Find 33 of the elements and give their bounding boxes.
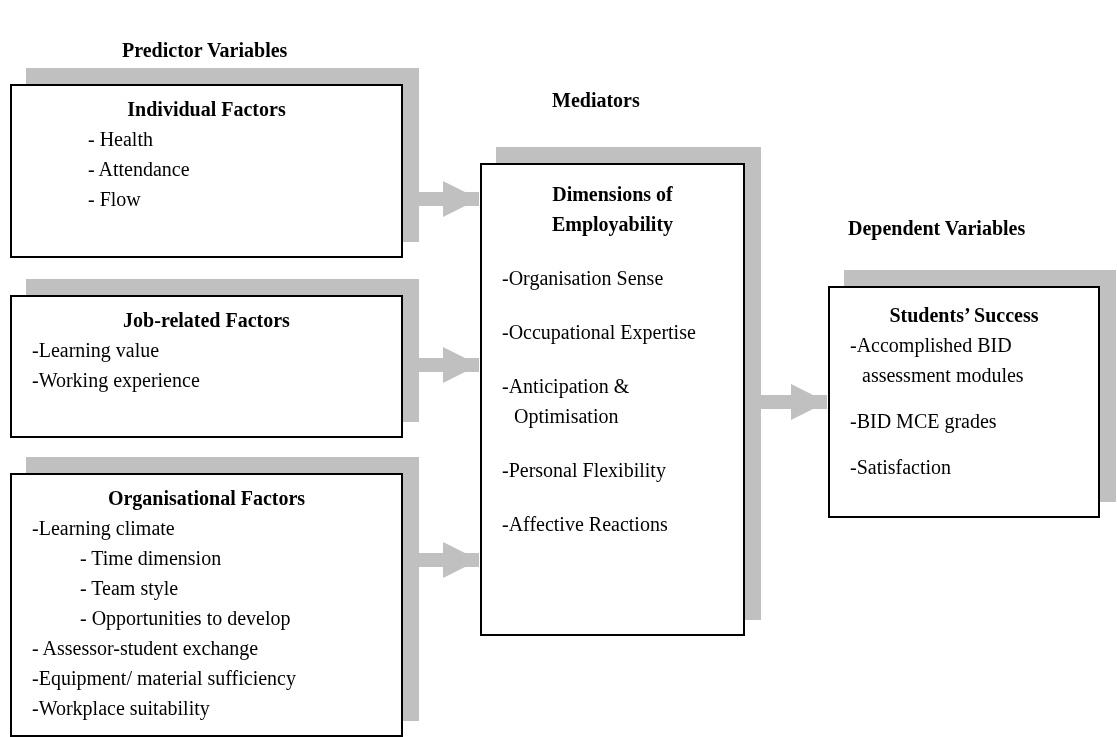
list-item: -Organisation Sense xyxy=(502,266,664,292)
factor-box xyxy=(10,473,403,737)
factor-box xyxy=(10,84,403,258)
list-item: -Workplace suitability xyxy=(32,696,210,722)
list-item: -Equipment/ material sufficiency xyxy=(32,666,296,692)
column-heading: Predictor Variables xyxy=(122,38,288,62)
box-heading: Students’ Success xyxy=(888,303,1040,328)
column-heading: Dependent Variables xyxy=(848,216,1026,240)
list-item: - Team style xyxy=(80,576,179,602)
box-heading: Individual Factors xyxy=(126,97,287,122)
list-item: - Flow xyxy=(87,187,141,212)
factor-box xyxy=(828,286,1100,518)
list-item: - Time dimension xyxy=(80,546,222,571)
factor-box xyxy=(480,163,745,636)
box-heading: Dimensions of Employability xyxy=(550,182,675,238)
list-item: -Occupational Expertise xyxy=(502,320,696,346)
list-item: -Working experience xyxy=(32,368,200,394)
column-heading: Mediators xyxy=(552,88,640,112)
list-item: - Attendance xyxy=(87,157,190,182)
list-item: - Health xyxy=(87,127,153,152)
list-item: -Accomplished BID assessment modules xyxy=(850,333,1025,388)
list-item: - Assessor-student exchange xyxy=(32,636,259,662)
list-item: -Affective Reactions xyxy=(502,512,668,537)
list-item: -Satisfaction xyxy=(850,455,953,480)
list-item: -Learning climate xyxy=(32,516,175,542)
box-heading: Organisational Factors xyxy=(106,486,307,512)
list-item: -Learning value xyxy=(32,338,160,364)
list-item: -Personal Flexibility xyxy=(502,458,666,484)
list-item: -Anticipation & Optimisation xyxy=(502,374,631,430)
box-heading: Job-related Factors xyxy=(122,308,291,333)
list-item: -BID MCE grades xyxy=(850,409,997,435)
factor-box xyxy=(10,295,403,438)
list-item: - Opportunities to develop xyxy=(80,606,291,632)
